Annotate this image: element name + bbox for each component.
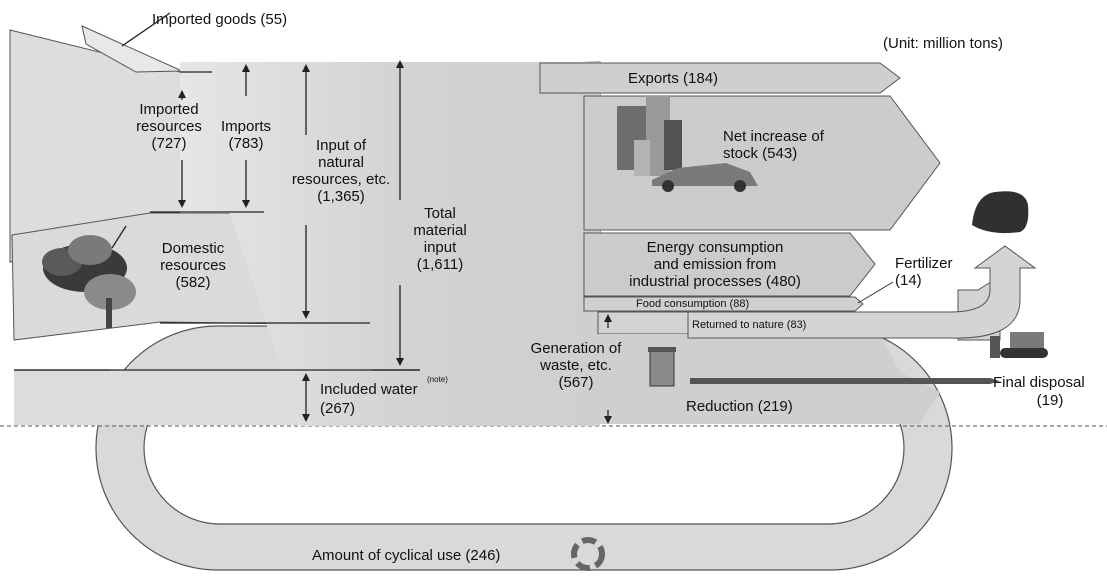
included-water-value: (267)	[320, 400, 356, 417]
arrow-heads	[178, 60, 612, 424]
final-disposal-value: (19)	[1036, 392, 1064, 409]
main-flow-body	[180, 62, 600, 426]
imported-resources-label: Imported resources (727)	[136, 101, 202, 152]
returned-to-nature-label: Returned to nature (83)	[692, 319, 807, 331]
included-water-note: (note)	[427, 375, 448, 384]
soil-heap-icon	[972, 191, 1029, 234]
imported-goods-label: Imported goods (55)	[152, 11, 288, 28]
included-water-label: Included water	[320, 381, 418, 398]
bulldozer-icon	[990, 332, 1048, 358]
recycle-icon	[571, 537, 605, 571]
generation-of-waste-label: Generation of waste, etc. (567)	[530, 340, 622, 391]
returned-to-nature-arrow	[687, 245, 1037, 339]
tree-icon	[42, 235, 136, 328]
car-icon	[652, 163, 758, 192]
final-disposal-label: Final disposal	[993, 374, 1085, 391]
net-increase-stock-label: Net increase of stock (543)	[723, 128, 824, 162]
fertilizer-pointer	[857, 281, 894, 304]
input-natural-resources-label: Input of natural resources, etc. (1,365)	[291, 137, 391, 205]
measure-lines	[14, 12, 609, 420]
trash-bin-icon	[648, 347, 676, 387]
food-consumption-label: Food consumption (88)	[636, 298, 750, 310]
exports-label: Exports (184)	[628, 70, 719, 87]
included-water-strip	[0, 369, 1107, 427]
domestic-resources-label: Domestic resources (582)	[160, 240, 226, 291]
fertilizer-label: Fertilizer (14)	[895, 255, 953, 289]
energy-consumption-label: Energy consumption and emission from ind…	[629, 239, 801, 290]
unit-note: (Unit: million tons)	[883, 35, 1004, 52]
total-material-input-label: Total material input (1,611)	[413, 205, 467, 273]
buildings-icon	[617, 96, 682, 176]
cyclical-use-label: Amount of cyclical use (246)	[312, 547, 501, 564]
reduction-label: Reduction (219)	[686, 398, 793, 415]
imports-label: Imports (783)	[220, 118, 271, 152]
